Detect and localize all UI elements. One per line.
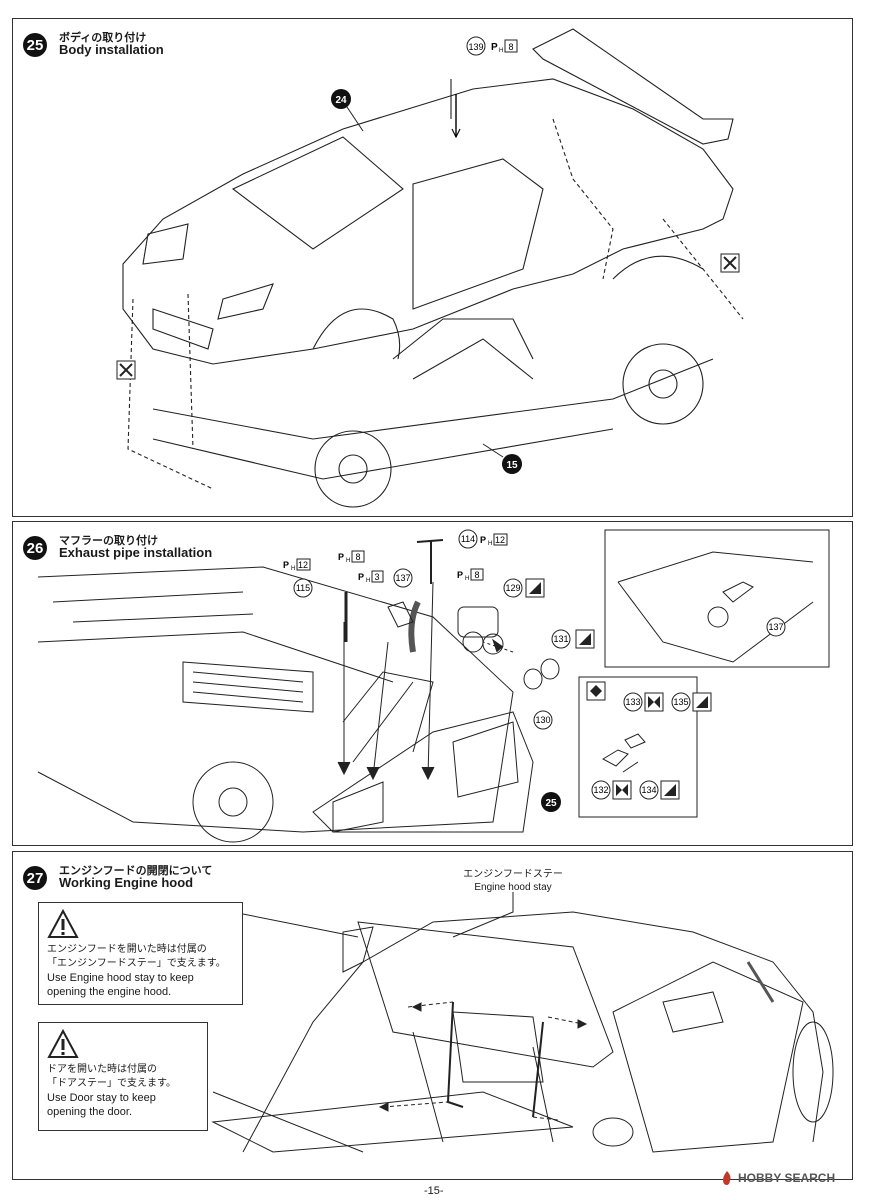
engine-hood-diagram [211,892,834,1153]
inset-part-137-label: 137 [768,622,783,632]
ph-size-12: 12 [298,560,308,570]
part-24-label: 24 [335,95,347,106]
svg-text:P: P [457,570,463,580]
step-title-en: Working Engine hood [59,875,194,890]
part-131-label: 131 [553,634,568,644]
svg-text:P: P [358,572,364,582]
part-132-label: 132 [593,785,608,795]
page-number: -15- [424,1185,444,1197]
step-number-27: 27 [23,866,47,890]
warning1-en-line2: opening the engine hood. [47,986,172,998]
step-26-panel: 26 マフラーの取り付け Exhaust pipe installation [12,521,853,846]
part-15-label: 15 [506,460,518,471]
svg-text:H: H [499,48,503,54]
part-130-label: 130 [535,715,550,725]
svg-text:P: P [283,560,289,570]
ph-size-12-b: 12 [495,535,505,545]
warning-box-door: ドアを開いた時は付属の 「ドアステー」で支えます。 Use Door stay … [38,1022,208,1131]
step-number-26: 26 [23,536,47,560]
warning2-en-line2: opening the door. [47,1106,133,1118]
warning2-en-line1: Use Door stay to keep [47,1092,156,1104]
warning2-jp-line1: ドアを開いた時は付属の [47,1064,157,1075]
ph-size-8: 8 [508,42,513,52]
svg-text:H: H [465,576,469,582]
part-137-label: 137 [395,573,410,583]
ph-size-3: 3 [374,572,379,582]
part-135-label: 135 [673,697,688,707]
step-title-en: Exhaust pipe installation [59,545,213,560]
svg-text:P: P [491,42,498,53]
callout-en: Engine hood stay [474,882,552,893]
part-114-label: 114 [461,534,475,544]
part-115-label: 115 [296,583,310,593]
flame-icon [723,1171,731,1185]
warning1-en-line1: Use Engine hood stay to keep [47,972,194,984]
svg-text:P: P [338,552,344,562]
exhaust-installation-diagram: 115 137 114 129 131 130 133 135 132 134 … [37,529,830,843]
warning-icon [47,1029,79,1058]
hobby-search-logo: HOBBY SEARCH [720,1170,835,1186]
cement-icon-2 [116,360,136,380]
part-25-label: 25 [545,798,557,809]
warning-box-engine-hood: エンジンフードを開いた時は付属の 「エンジンフードステー」で支えます。 Use … [38,902,243,1005]
step-25-panel: 25 ボディの取り付け Body installation [12,18,853,517]
warning2-jp-line2: 「ドアステー」で支えます。 [47,1078,176,1089]
svg-text:H: H [366,578,370,584]
svg-text:H: H [346,558,350,564]
warning-icon [47,909,79,938]
svg-text:P: P [480,535,486,545]
part-133-label: 133 [625,697,640,707]
engine-hood-stay-callout: エンジンフードステー Engine hood stay [453,868,573,894]
step-title-jp: エンジンフードの開閉について [59,864,213,877]
ph-size-8: 8 [355,552,360,562]
part-134-label: 134 [641,785,656,795]
part-129-label: 129 [505,583,520,593]
paint-color-icon [586,681,664,800]
step-27-panel: 27 エンジンフードの開閉について Working Engine hood エン… [12,851,853,1180]
svg-text:H: H [488,541,492,547]
body-installation-diagram: 139 P H 8 24 15 [116,28,744,508]
step-title-en: Body installation [59,42,164,57]
step-title-jp: マフラーの取り付け [59,534,158,547]
step-title-jp: ボディの取り付け [59,31,147,44]
cement-icon [720,253,740,273]
callout-jp: エンジンフードステー [463,869,563,880]
step-number-25: 25 [23,33,47,57]
svg-text:H: H [291,566,295,572]
glue-icon [525,578,712,800]
part-139-label: 139 [468,42,483,52]
ph-size-8-b: 8 [474,570,479,580]
warning1-jp-line1: エンジンフードを開いた時は付属の [47,944,207,955]
warning1-jp-line2: 「エンジンフードステー」で支えます。 [47,958,226,969]
